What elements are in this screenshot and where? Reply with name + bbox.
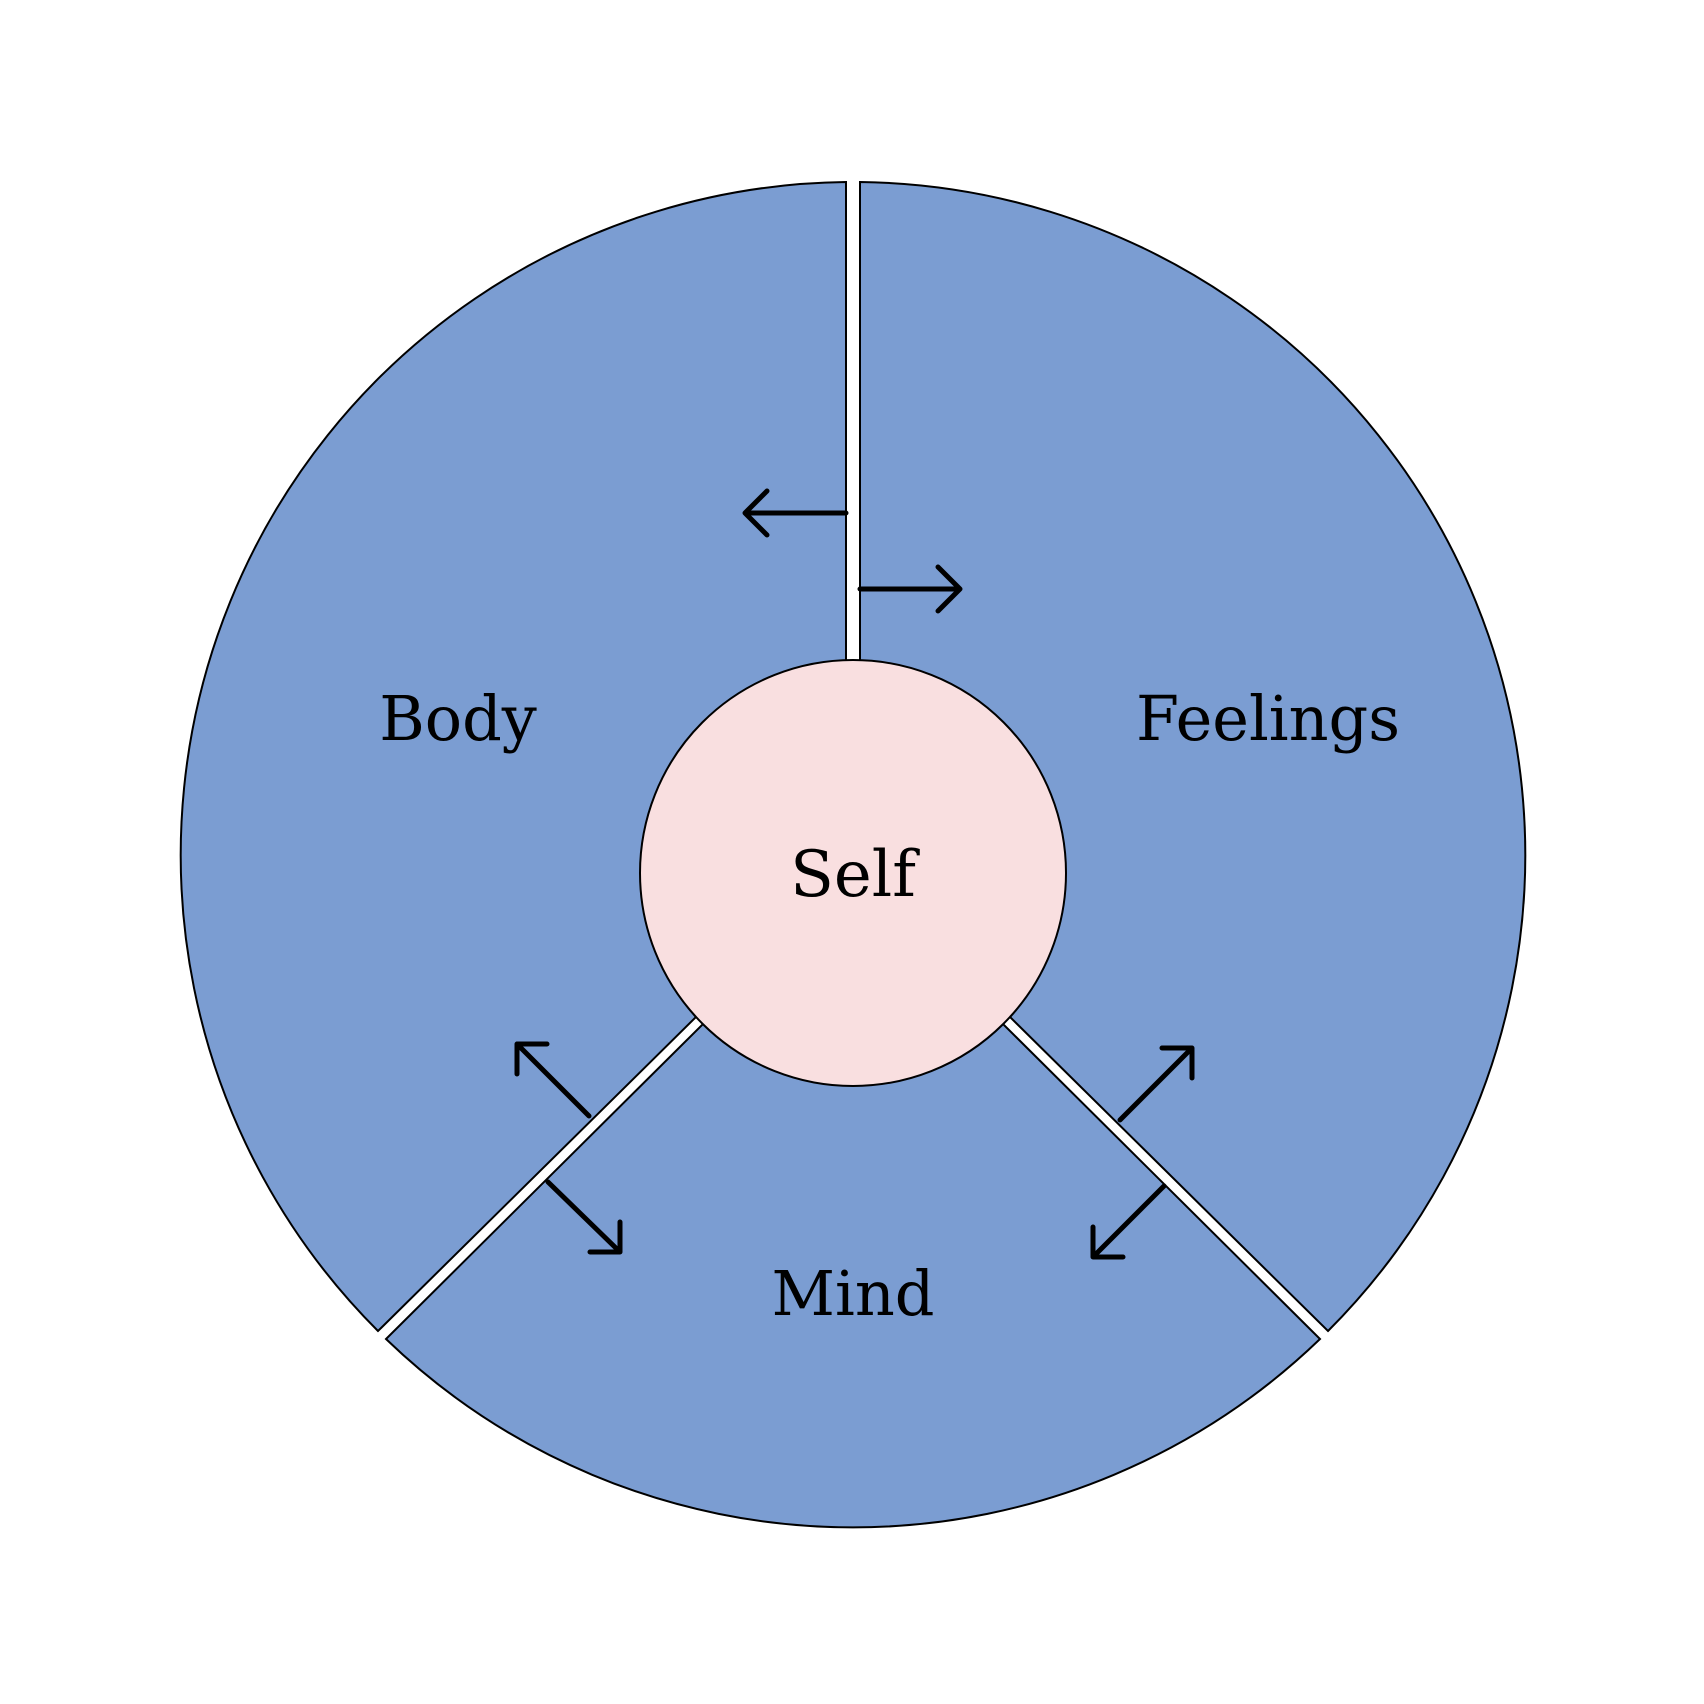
arrow-toward-mind-bottom-right — [1090, 1183, 1167, 1260]
down-left-arrow-icon — [1090, 1183, 1167, 1260]
left-arrow-icon — [742, 488, 849, 538]
mind-label: Mind — [772, 1257, 935, 1330]
arrow-toward-feelings-top — [857, 564, 963, 614]
up-right-arrow-icon — [1117, 1045, 1195, 1123]
body-label: Body — [379, 682, 537, 755]
self-label: Self — [790, 838, 920, 912]
arrow-toward-feelings-bottom-right — [1117, 1045, 1195, 1123]
self-circle — [639, 659, 1067, 1087]
up-left-arrow-icon — [514, 1041, 592, 1119]
right-arrow-icon — [857, 564, 963, 614]
down-right-arrow-icon — [545, 1179, 623, 1255]
arrow-toward-body-bottom-left — [514, 1041, 592, 1119]
arrow-toward-mind-bottom-left — [545, 1179, 623, 1255]
feelings-label: Feelings — [1136, 682, 1400, 755]
arrow-toward-body-top — [742, 488, 849, 538]
